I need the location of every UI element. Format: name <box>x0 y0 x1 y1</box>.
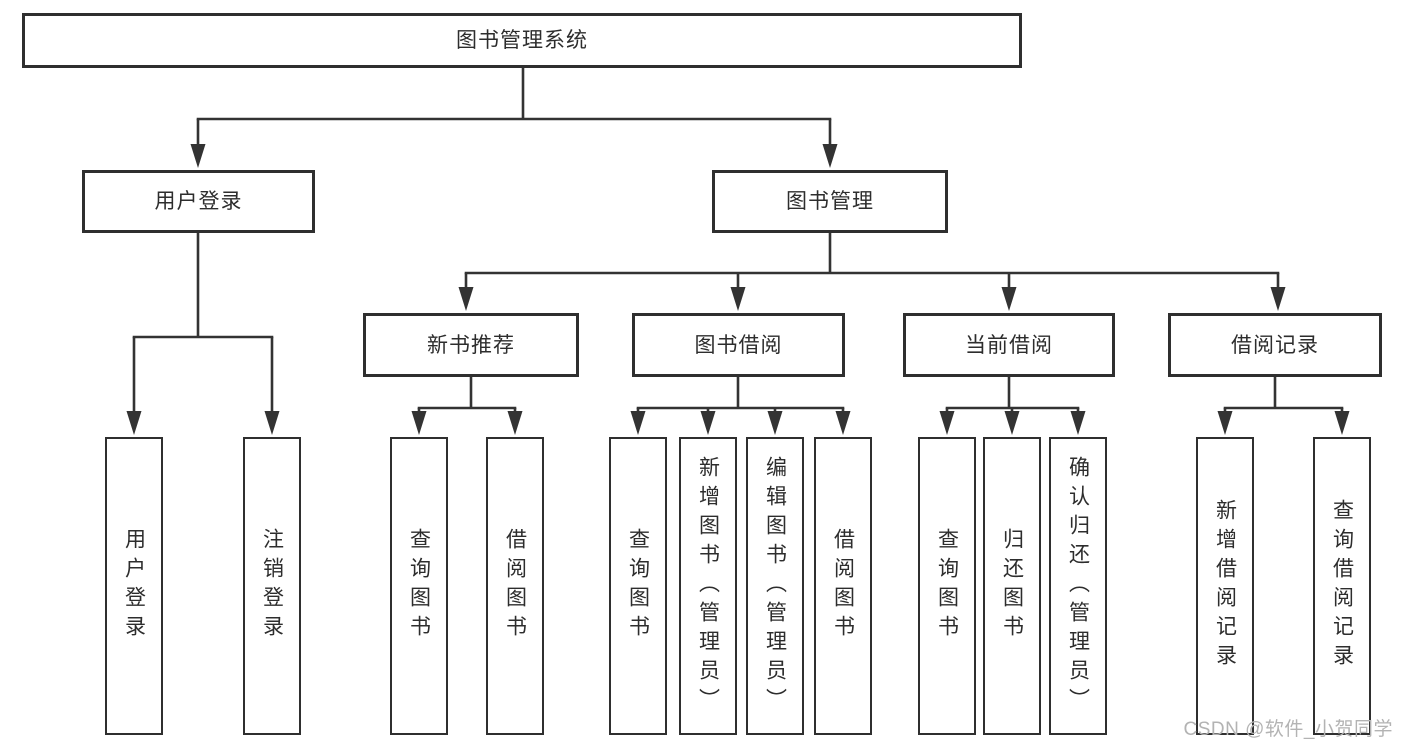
node-label: 图书借阅 <box>694 333 783 357</box>
node-current-borrowing: 当前借阅 <box>903 313 1115 377</box>
csdn-watermark: CSDN @软件_小贺同学 <box>1183 719 1393 740</box>
leaf-add-borrow-record: 新增借阅记录 <box>1196 437 1254 735</box>
leaf-add-books-admin: 新增图书（管理员） <box>679 437 737 735</box>
node-user-login-branch: 用户登录 <box>82 170 315 233</box>
node-label: 图书管理 <box>786 190 874 213</box>
node-root-label: 图书管理系统 <box>456 29 588 52</box>
node-book-borrowing: 图书借阅 <box>632 313 845 377</box>
node-label: 当前借阅 <box>965 333 1053 357</box>
leaf-query-books-current: 查询图书 <box>918 437 976 735</box>
leaf-borrow-books: 借阅图书 <box>814 437 872 735</box>
node-label: 用户登录 <box>154 190 243 213</box>
leaf-label: 确认归还（管理员） <box>1066 455 1090 717</box>
leaf-label: 编辑图书（管理员） <box>763 455 787 717</box>
leaf-edit-books-admin: 编辑图书（管理员） <box>746 437 804 735</box>
leaf-user-login: 用户登录 <box>105 437 163 735</box>
leaf-return-books: 归还图书 <box>983 437 1041 735</box>
leaf-label: 查询图书 <box>626 528 650 644</box>
leaf-query-borrow-record: 查询借阅记录 <box>1313 437 1371 735</box>
leaf-query-books-recommend: 查询图书 <box>390 437 448 735</box>
leaf-borrow-books-recommend: 借阅图书 <box>486 437 544 735</box>
leaf-label: 查询图书 <box>407 528 431 644</box>
leaf-label: 查询借阅记录 <box>1330 499 1354 673</box>
leaf-label: 查询图书 <box>935 528 959 644</box>
leaf-label: 新增图书（管理员） <box>696 455 720 717</box>
leaf-confirm-return-admin: 确认归还（管理员） <box>1049 437 1107 735</box>
leaf-query-books-borrowing: 查询图书 <box>609 437 667 735</box>
arrowheads <box>126 144 1350 435</box>
leaf-label: 用户登录 <box>122 528 146 644</box>
leaf-label: 注销登录 <box>260 528 284 644</box>
node-label: 新书推荐 <box>427 333 515 357</box>
node-label: 借阅记录 <box>1231 333 1319 357</box>
leaf-label: 归还图书 <box>1000 528 1024 644</box>
node-root-system: 图书管理系统 <box>22 13 1022 68</box>
leaf-label: 借阅图书 <box>503 528 527 644</box>
node-borrowing-records: 借阅记录 <box>1168 313 1382 377</box>
leaf-label: 借阅图书 <box>831 528 855 644</box>
node-new-book-recommend: 新书推荐 <box>363 313 579 377</box>
leaf-logout: 注销登录 <box>243 437 301 735</box>
leaf-label: 新增借阅记录 <box>1213 499 1237 673</box>
node-book-management-branch: 图书管理 <box>712 170 948 233</box>
